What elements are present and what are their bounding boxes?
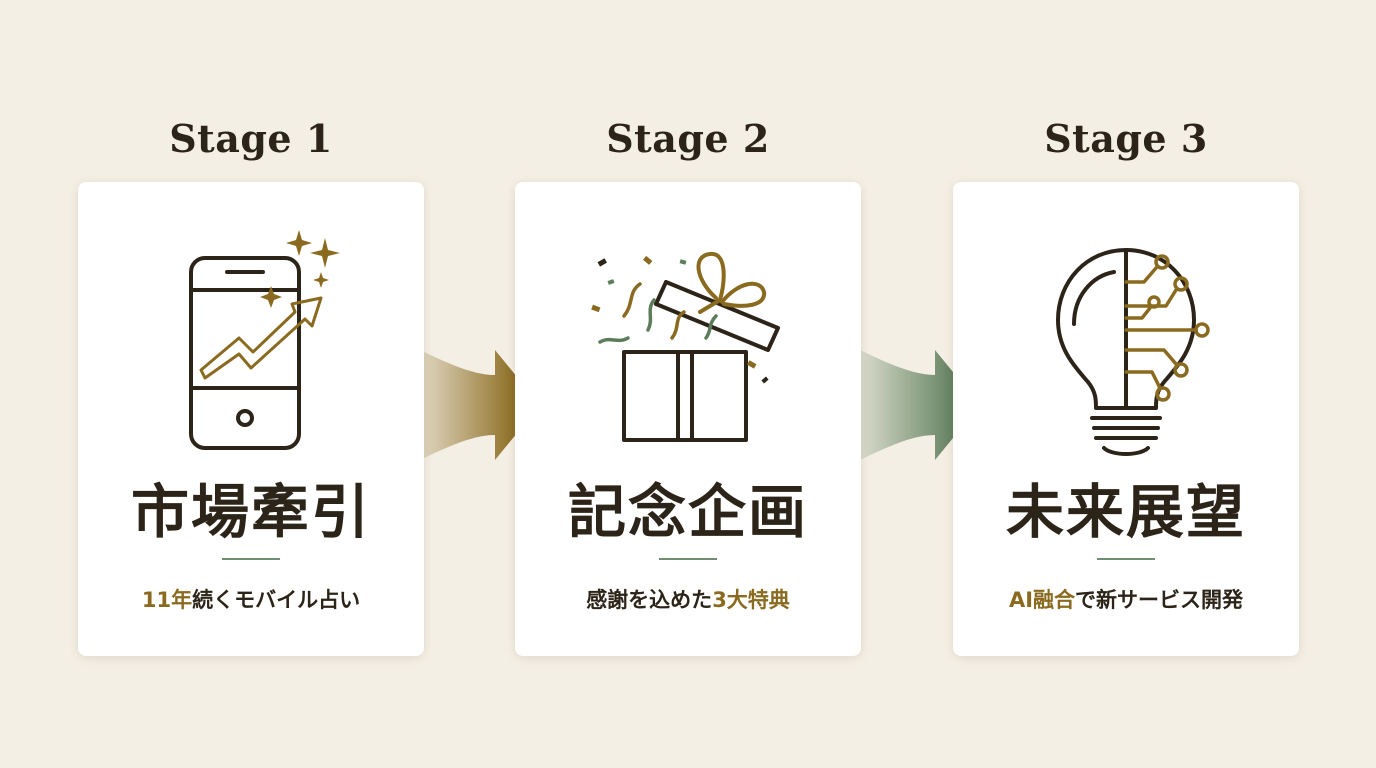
subtitle-accent: AI融合 [1008, 588, 1076, 612]
divider [659, 558, 717, 560]
stage-card: 未来展望 AI融合で新サービス開発 [953, 182, 1299, 656]
card-title: 未来展望 [1005, 478, 1246, 546]
subtitle-text: で新サービス開発 [1075, 588, 1244, 612]
ai-lightbulb-icon [1056, 248, 1210, 456]
stage-label: Stage 2 [606, 116, 770, 161]
stage-card: 市場牽引 11年続くモバイル占い [78, 182, 424, 656]
arrow-green-icon [840, 340, 980, 470]
card-subtitle: AI融合で新サービス開発 [953, 586, 1299, 614]
divider [1097, 558, 1155, 560]
subtitle-text: 続くモバイル占い [192, 588, 361, 612]
card-title: 記念企画 [567, 478, 808, 546]
subtitle-text: 感謝を込めた [586, 588, 713, 612]
stage-label: Stage 3 [1044, 116, 1208, 161]
card-subtitle: 感謝を込めた3大特典 [515, 586, 861, 614]
card-subtitle: 11年続くモバイル占い [78, 586, 424, 614]
arrow-gold-icon [400, 340, 540, 470]
divider [222, 558, 280, 560]
subtitle-accent: 3大特典 [712, 588, 790, 612]
stage-label: Stage 1 [169, 116, 333, 161]
stage-card: 記念企画 感謝を込めた3大特典 [515, 182, 861, 656]
gift-box-icon [591, 251, 780, 442]
smartphone-growth-icon [189, 230, 340, 450]
subtitle-accent: 11年 [141, 588, 193, 612]
card-title: 市場牽引 [130, 478, 371, 546]
